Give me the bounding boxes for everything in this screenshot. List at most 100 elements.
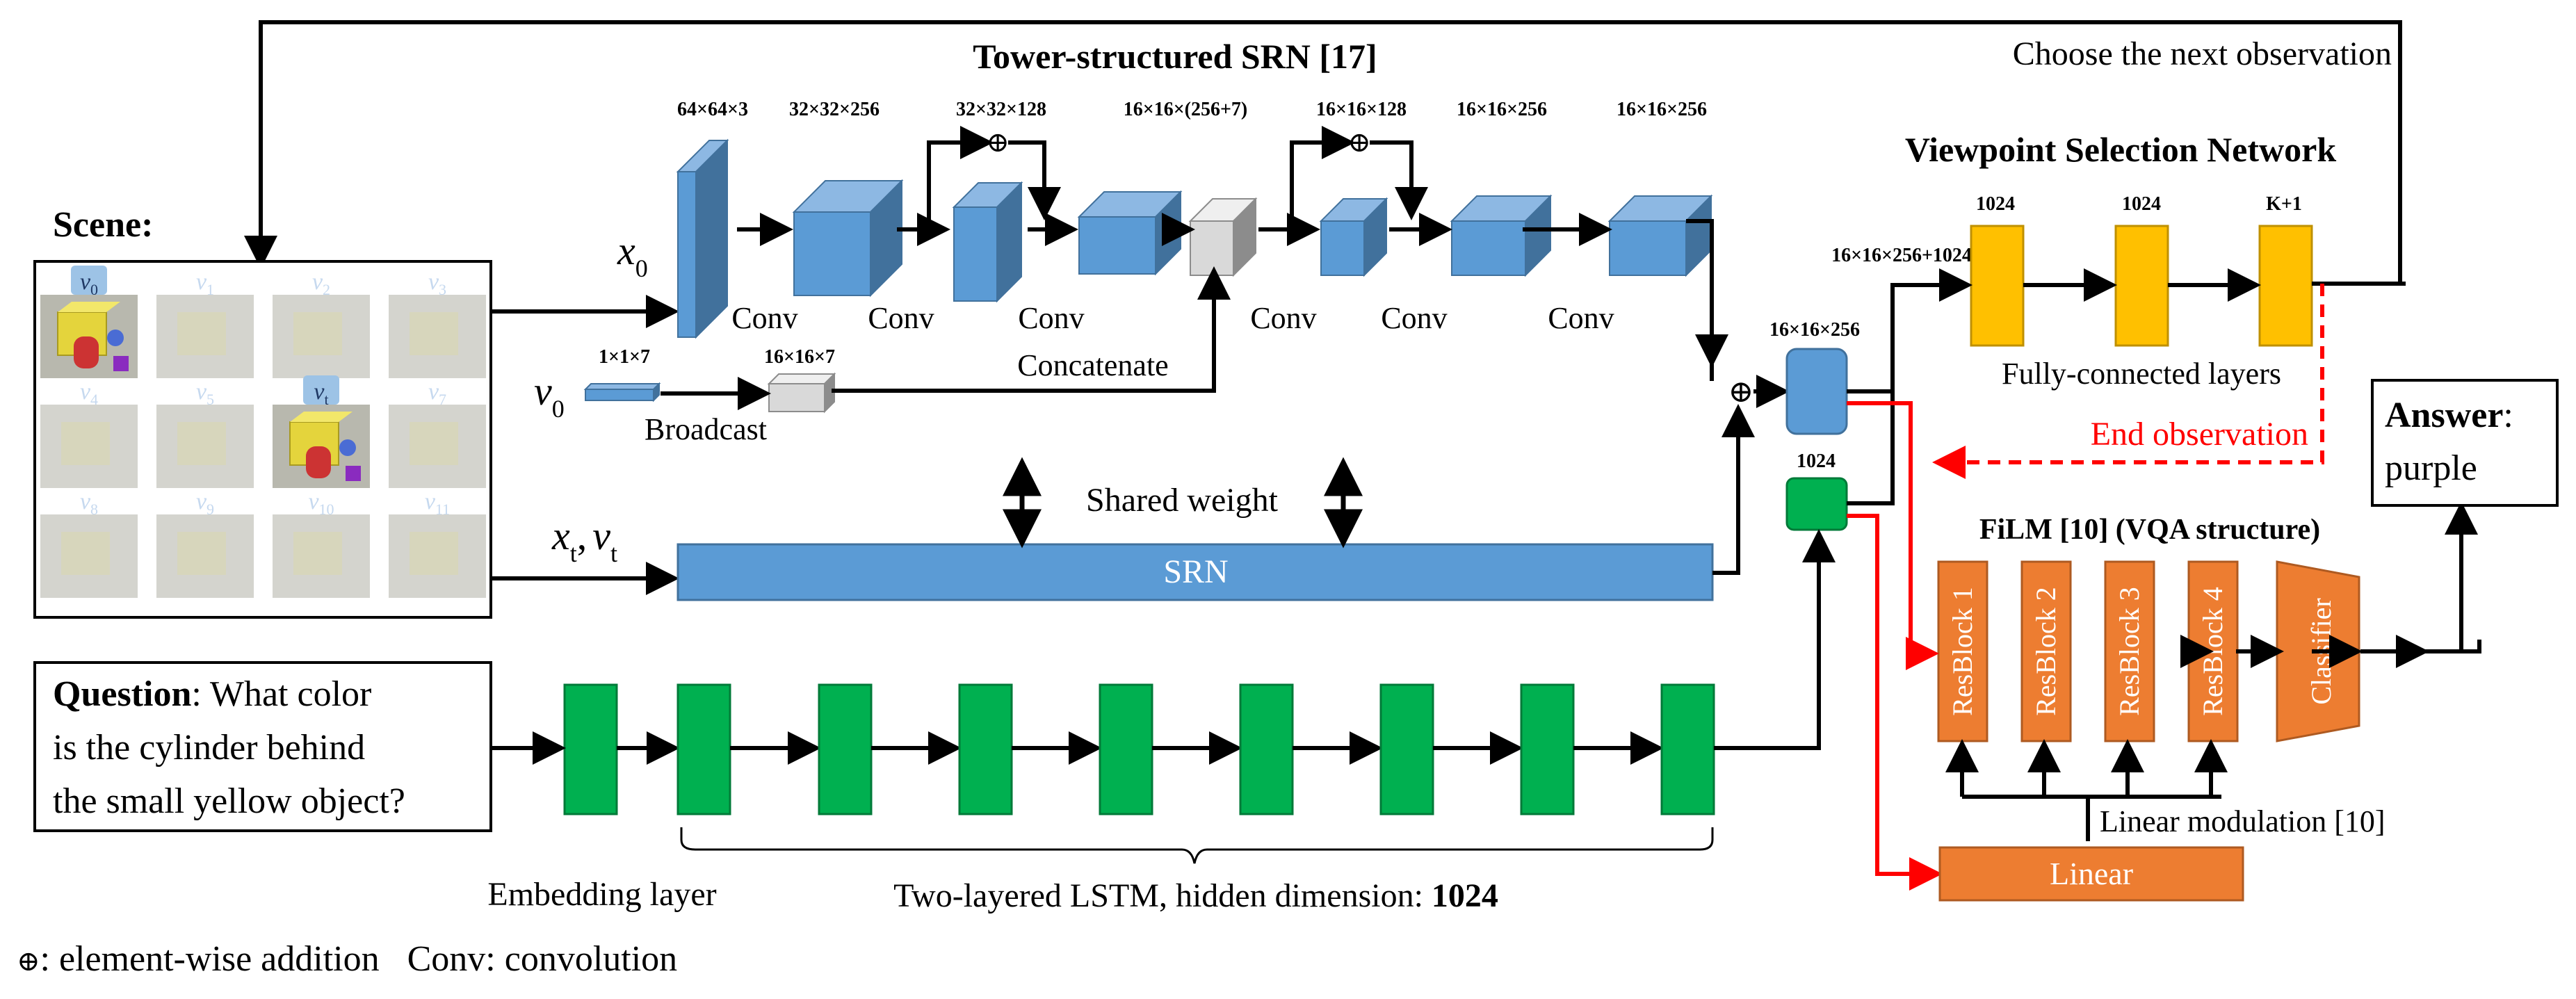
scene-view-7: v7 (389, 379, 486, 488)
next-observation-label: Choose the next observation (2013, 35, 2392, 72)
xt-vt-label: xt,vt (551, 513, 617, 567)
shared-weight-label: Shared weight (1086, 482, 1279, 519)
scene-view-label: v11 (425, 489, 450, 518)
lstm-cell (958, 683, 1013, 815)
resblock-1: ResBlock 1 (1937, 560, 1988, 742)
linear-block (1938, 846, 2244, 902)
vsn-dim-3: K+1 (2266, 193, 2302, 215)
answer-title: Answer: (2385, 396, 2513, 435)
v0-connections (661, 266, 1231, 410)
scene-faded-object (410, 312, 458, 355)
fc-label: Fully-connected layers (2002, 357, 2281, 391)
lstm-label: Two-layered LSTM, hidden dimension: 1024 (893, 877, 1498, 914)
scene-view-label: v7 (428, 379, 446, 408)
lstm-connections (491, 529, 1836, 765)
tower-input-block (676, 138, 729, 339)
tower-title: Tower-structured SRN [17] (973, 37, 1377, 76)
scene-blue-object (339, 439, 356, 456)
scene-yellow-top (58, 302, 120, 312)
concatenate-label: Concatenate (1017, 348, 1168, 382)
scene-view-label: v1 (196, 269, 214, 298)
scene-view-3: v3 (389, 269, 486, 378)
film-title: FiLM [10] (VQA structure) (1979, 514, 2320, 546)
scene-view-label: v10 (308, 489, 334, 518)
film-input-arrows (1847, 401, 1943, 891)
scene-faded-object (410, 532, 458, 575)
tower-concat-block (1188, 197, 1258, 277)
x0-label: x0 (617, 228, 648, 282)
tower-dim-2: 32×32×256 (789, 99, 880, 120)
lstm-cell (818, 683, 873, 815)
tower-block-6 (1319, 197, 1388, 277)
v0-small-block (583, 382, 661, 403)
lstm-cell (1520, 683, 1575, 815)
tower-block-7 (1450, 194, 1553, 277)
scene-view-label: v3 (428, 269, 446, 298)
scene-blue-object (107, 330, 124, 346)
answer-box (2371, 379, 2559, 507)
merge-dim-green: 1024 (1797, 450, 1836, 472)
scene-purple-object (346, 466, 361, 481)
lstm-cell (1379, 683, 1434, 815)
modulation-label: Linear modulation [10] (2100, 804, 2385, 838)
question-text: Question: What color is the cylinder beh… (53, 674, 405, 821)
question-feature-block (1785, 477, 1848, 531)
tower-dim-6: 16×16×256 (1457, 99, 1547, 120)
resblock-label: ResBlock 2 (2030, 587, 2061, 716)
merge-add-icon: ⊕ (1728, 375, 1754, 409)
scene-view-label: v5 (196, 379, 214, 408)
fc-layer-2 (2114, 225, 2169, 347)
resblock-3: ResBlock 3 (2104, 560, 2155, 742)
v0-broadcast-block (767, 372, 836, 414)
scene-red-object (74, 336, 99, 368)
tower-dim-7: 16×16×256 (1617, 99, 1707, 120)
scene-view-8: v8 (40, 489, 138, 598)
merge-dim-blue: 16×16×256 (1769, 319, 1860, 341)
scene-faded-object (410, 422, 458, 465)
scene-view-t: vt (273, 375, 370, 488)
vsn-connections (1847, 268, 2406, 505)
scene-view-label: v8 (80, 489, 98, 518)
lstm-cells (563, 683, 1715, 815)
film-connections (1945, 501, 2481, 841)
scene-faded-object (61, 422, 110, 465)
scene-arrows (491, 295, 679, 595)
resblock-label: ResBlock 3 (2114, 587, 2145, 716)
scene-view-11: v11 (389, 489, 486, 598)
v0-dim-1: 1×1×7 (599, 346, 650, 368)
scene-red-object (306, 446, 331, 478)
conv-label-4: Conv (1250, 301, 1316, 335)
resblock-2: ResBlock 2 (2020, 560, 2072, 742)
srn-bar (677, 543, 1714, 601)
conv-label-3: Conv (1018, 301, 1084, 335)
scene-label: Scene: (53, 205, 153, 245)
tower-block-3 (952, 181, 1023, 303)
answer-value: purple (2385, 448, 2477, 488)
scene-faded-object (177, 422, 226, 465)
linear-label: Linear (2050, 856, 2133, 891)
resblock-label: ResBlock 1 (1947, 587, 1978, 716)
tower-blocks (676, 138, 1713, 339)
srn-to-merge (1712, 404, 1755, 575)
conv-label-2: Conv (868, 301, 934, 335)
tower-dim-3: 32×32×128 (956, 99, 1046, 120)
tower-dim-4: 16×16×(256+7) (1124, 99, 1248, 120)
embedding-label: Embedding layer (487, 876, 716, 913)
question-box (33, 661, 492, 832)
plus-icon: ⊕ (17, 945, 40, 977)
lstm-cell (1660, 683, 1715, 815)
conv-label-5: Conv (1381, 301, 1447, 335)
scene-view-5: v5 (156, 379, 254, 488)
broadcast-label: Broadcast (645, 412, 767, 446)
scene-view-9: v9 (156, 489, 254, 598)
conv-label-6: Conv (1548, 301, 1614, 335)
lstm-brace (680, 827, 1714, 864)
vsn-dim-2: 1024 (2122, 193, 2161, 215)
v0-dim-2: 16×16×7 (764, 346, 835, 368)
scene-faded-object (177, 532, 226, 575)
fc-layer-3 (2258, 225, 2313, 347)
